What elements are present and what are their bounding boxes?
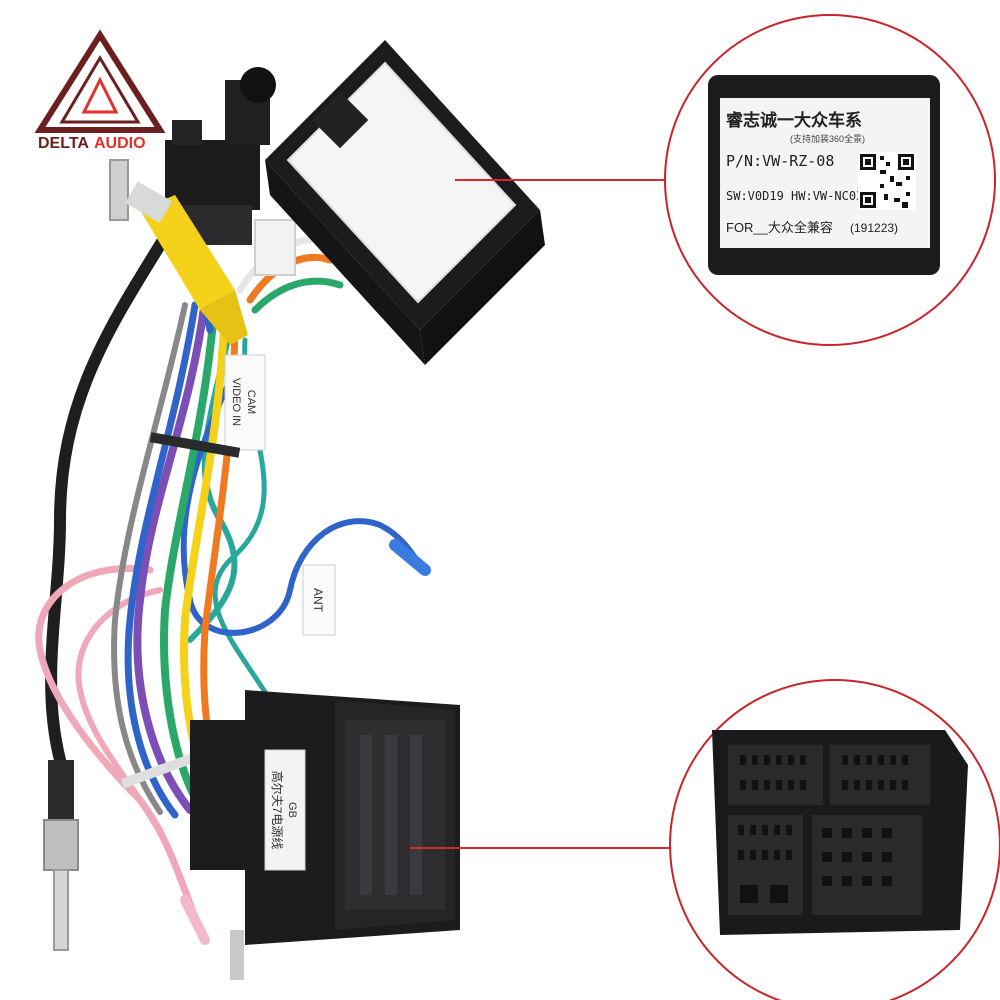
label-title: 睿志诚一大众车系 bbox=[726, 110, 862, 130]
cable-tie bbox=[149, 432, 241, 458]
logo-text-audio: AUDIO bbox=[94, 135, 146, 152]
qr-code bbox=[858, 152, 916, 210]
main-connector bbox=[190, 690, 460, 980]
decoder-label-callout: 睿志诚一大众车系 (支持加装360全景) P/N:VW-RZ-08 SW:V0D… bbox=[664, 14, 996, 346]
label-sw-hw: SW:V0D19 HW:VW-NC03 bbox=[726, 189, 863, 203]
cable-tie bbox=[120, 751, 200, 789]
label-subtitle: (支持加装360全景) bbox=[790, 133, 865, 144]
connector-face-callout bbox=[669, 679, 1000, 1000]
logo-text-delta: DELTA bbox=[38, 135, 89, 152]
video-in-tag-text: VIDEO IN bbox=[230, 378, 242, 426]
ant-tag-text: ANT bbox=[311, 588, 325, 613]
white-plug bbox=[254, 219, 296, 276]
ant-tag: ANT bbox=[302, 564, 336, 636]
rca-video-connector bbox=[109, 159, 248, 345]
cam-video-in-tag: CAM VIDEO IN bbox=[224, 354, 266, 451]
label-date-code: (191223) bbox=[850, 221, 898, 235]
decoder-box bbox=[265, 40, 545, 365]
label-for-line: FOR__大众全兼容 bbox=[726, 220, 833, 235]
delta-audio-logo: DELTA AUDIO bbox=[34, 29, 166, 152]
connector-label: GB 高尔夫7电源线 bbox=[264, 749, 306, 871]
harness-plug-top bbox=[165, 67, 276, 245]
cam-tag-text: CAM bbox=[245, 390, 257, 414]
connector-pins bbox=[738, 755, 908, 903]
connector-label-line1: GB bbox=[286, 802, 298, 818]
label-part-number: P/N:VW-RZ-08 bbox=[726, 152, 834, 170]
connector-label-line2: 高尔夫7电源线 bbox=[270, 771, 285, 850]
